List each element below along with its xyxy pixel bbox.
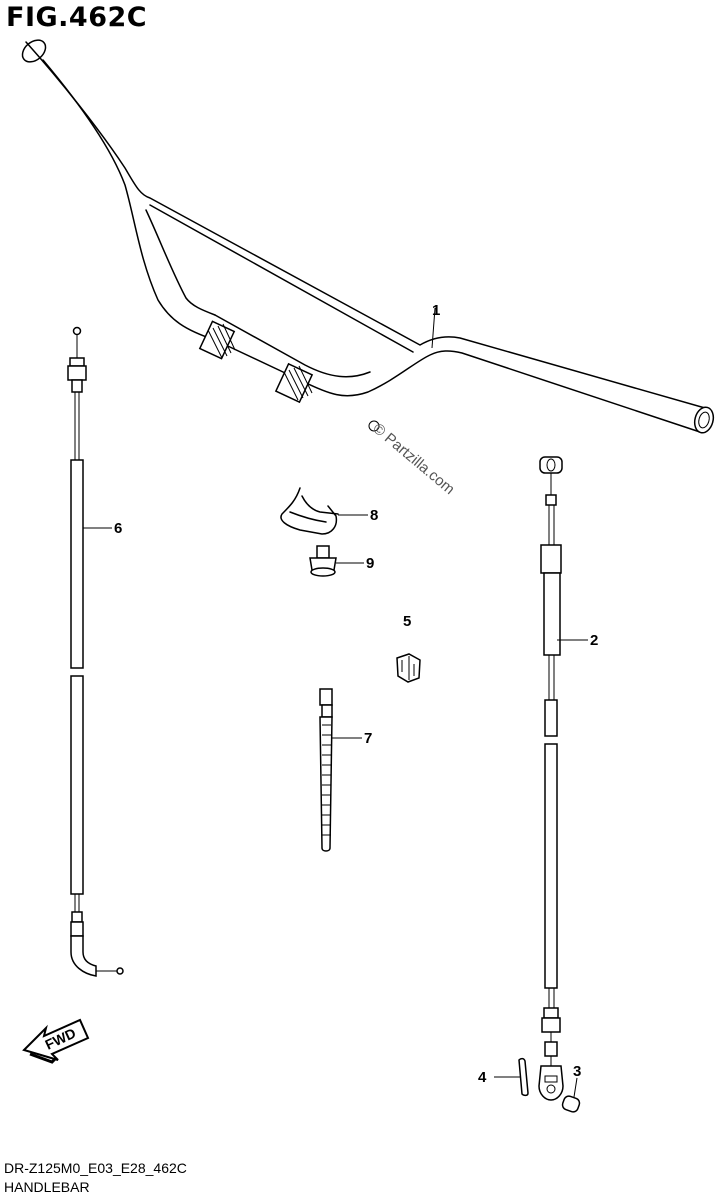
cable-tie-part[interactable] [319, 688, 333, 852]
callout-4[interactable]: 4 [478, 1069, 487, 1086]
pin-part[interactable] [561, 1095, 581, 1114]
callout-1[interactable]: 1 [432, 302, 440, 319]
callout-9[interactable]: 9 [366, 555, 374, 572]
callout-2[interactable]: 2 [590, 632, 598, 649]
wire-clamp-part[interactable] [280, 487, 339, 535]
figure-code: DR-Z125M0_E03_E28_462C [4, 1160, 187, 1176]
figure-title: FIG.462C [6, 2, 148, 33]
clamp-clip-part[interactable] [396, 653, 421, 683]
callout-3[interactable]: 3 [573, 1063, 581, 1080]
cotter-pin-part[interactable] [518, 1057, 529, 1097]
callout-7[interactable]: 7 [364, 730, 372, 747]
callout-5[interactable]: 5 [403, 613, 411, 630]
knurl-left [198, 320, 236, 360]
clutch-cable-part[interactable] [67, 326, 124, 977]
callout-6[interactable]: 6 [114, 520, 122, 537]
figure-name: HANDLEBAR [4, 1179, 90, 1195]
callout-8[interactable]: 8 [370, 507, 378, 524]
throttle-cable-part[interactable] [538, 456, 564, 1101]
knurl-right [274, 362, 314, 404]
fwd-arrow-icon: FWD [22, 1018, 90, 1064]
watermark: © Partzilla.com [369, 420, 457, 498]
bolt-part[interactable] [309, 545, 337, 577]
handlebar-part[interactable] [18, 36, 716, 435]
